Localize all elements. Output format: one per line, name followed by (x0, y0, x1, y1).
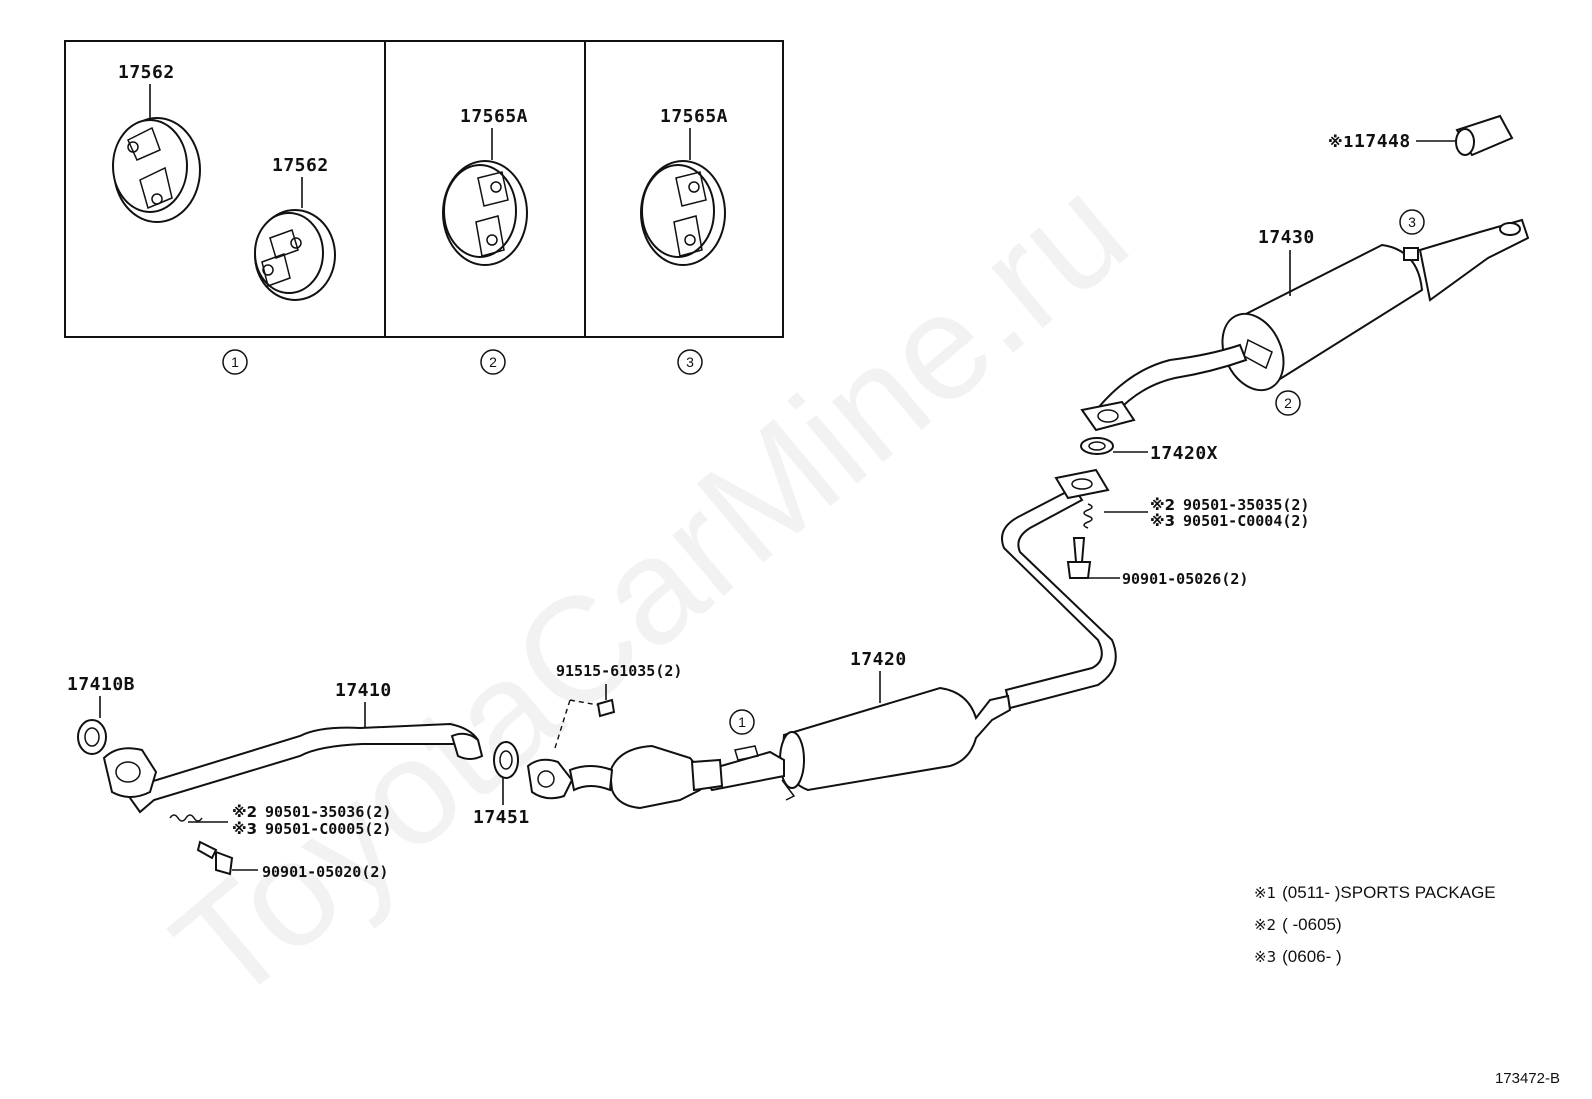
note-1: ※1(0511- )SPORTS PACKAGE (1254, 883, 1496, 902)
label-17565a-panel2: 17565A (460, 106, 528, 127)
label-17448: ※117448 (1328, 131, 1411, 152)
inset-panel-3 (584, 40, 784, 338)
bolt-right (1066, 537, 1092, 579)
rubber-hanger-17562-a (112, 117, 201, 223)
panel-number-circle-1 (222, 349, 248, 375)
label-17562-b: 17562 (272, 155, 329, 176)
note-2: ※2( -0605) (1254, 915, 1342, 934)
hanger-circle-3-number: 3 (1408, 214, 1416, 230)
inset-panel-1 (64, 40, 386, 338)
label-17565a-panel3: 17565A (660, 106, 728, 127)
label-17410b: 17410B (67, 674, 135, 695)
hanger-circle-3 (1399, 209, 1425, 235)
notes-legend: ※1(0511- )SPORTS PACKAGE ※2( -0605) ※3(0… (1254, 883, 1496, 966)
panel-number-circle-3 (677, 349, 703, 375)
spring-left (169, 814, 203, 822)
label-17562-a: 17562 (118, 62, 175, 83)
hanger-inset: 17562 17562 17565A (64, 40, 784, 375)
tail-pipe-tip-17448 (1416, 114, 1514, 157)
label-91515: 91515-61035(2) (556, 662, 682, 680)
gasket-17451 (493, 741, 519, 779)
rubber-hanger-17565a-panel3 (640, 160, 726, 266)
hanger-circle-1 (729, 709, 755, 735)
note-3: ※3(0606- ) (1254, 947, 1342, 966)
gasket-17420x (1080, 437, 1114, 455)
spring-right (1083, 503, 1093, 529)
hanger-circle-2-number: 2 (1284, 395, 1292, 411)
panel-number-circle-2 (480, 349, 506, 375)
label-17420: 17420 (850, 649, 907, 670)
left-bolt-code: 90901-05020(2) (262, 863, 388, 881)
label-17410: 17410 (335, 680, 392, 701)
hanger-circle-2 (1275, 390, 1301, 416)
rubber-hanger-17565a-panel2 (442, 160, 528, 266)
tail-muffler-17430 (1080, 218, 1530, 432)
right-bolt-code: 90901-05026(2) (1122, 570, 1248, 588)
label-17451: 17451 (473, 807, 530, 828)
bolt-91515 (554, 684, 616, 749)
panel-number-1: 1 (231, 354, 239, 370)
bolt-left (196, 840, 234, 876)
hanger-circle-1-number: 1 (738, 714, 746, 730)
rubber-hanger-17562-b (254, 209, 336, 301)
front-exhaust-pipe-17410 (102, 722, 484, 814)
gasket-17410b (77, 719, 107, 755)
panel-number-2: 2 (489, 354, 497, 370)
label-17420x: 17420X (1150, 443, 1218, 464)
center-exhaust-pipe-17420 (526, 468, 1117, 810)
diagram-reference: 173472-B (1495, 1070, 1560, 1087)
label-17430: 17430 (1258, 227, 1315, 248)
panel-number-3: 3 (686, 354, 694, 370)
